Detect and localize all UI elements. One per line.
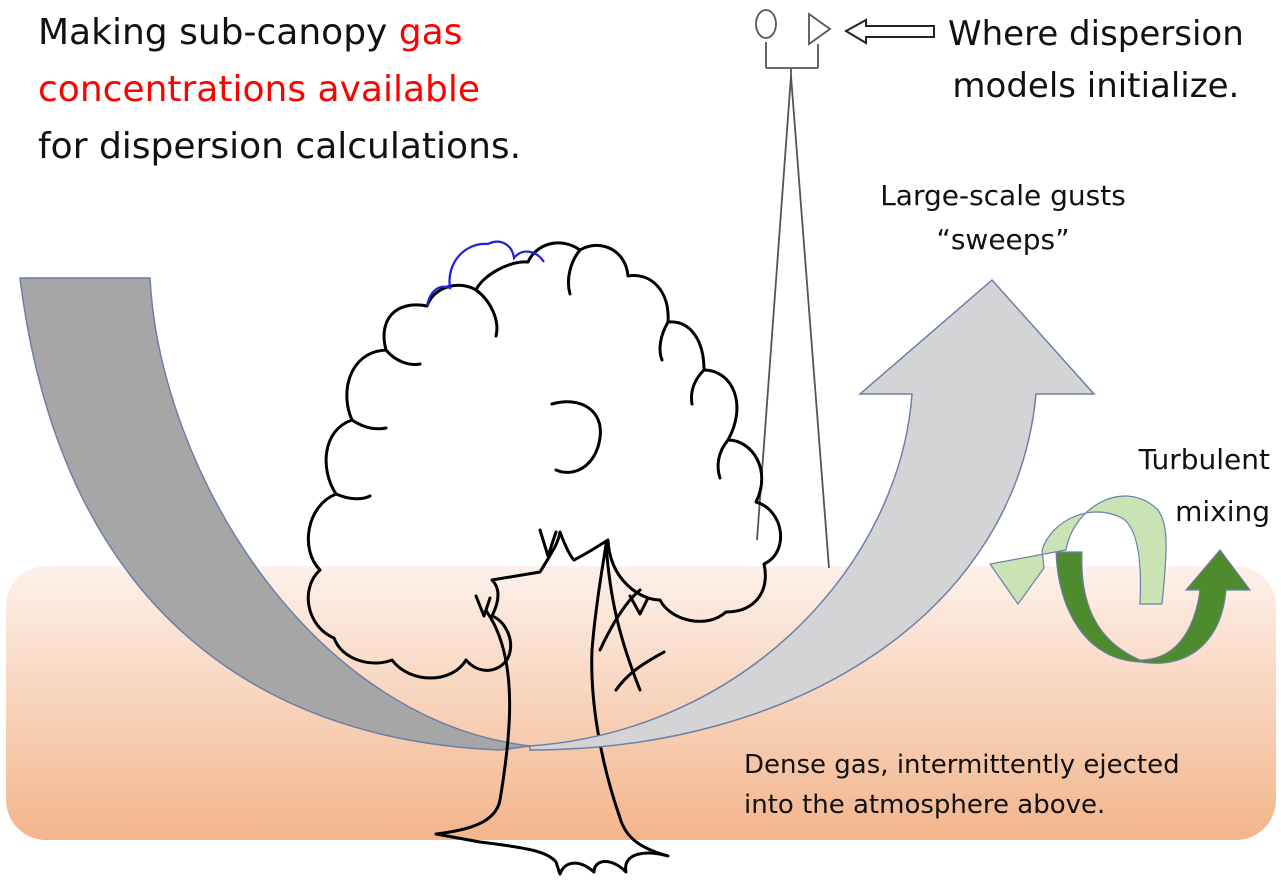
crown-drip — [538, 528, 558, 558]
mixing-arrow-light — [988, 495, 1167, 606]
upward-gust-arrow — [529, 278, 1096, 751]
mixing-arrow-dark — [1055, 549, 1252, 664]
triangle-icon — [808, 12, 832, 46]
tree — [306, 241, 783, 876]
tree-branch-2 — [614, 650, 666, 692]
dense-gas-label-line-1: Dense gas, intermittently ejected — [744, 750, 1180, 780]
measurement-tower — [756, 42, 830, 569]
mixing-label-line-2: mixing — [1175, 495, 1270, 528]
crown-drip-3 — [628, 594, 650, 616]
gusts-label-line-2: “sweeps” — [936, 223, 1070, 256]
crown-inner-curl-6 — [690, 368, 706, 406]
dense-gas-label: Dense gas, intermittently ejected into t… — [744, 745, 1180, 825]
downward-sweep-arrow — [19, 277, 531, 751]
tower-label-line-1: Where dispersion — [948, 14, 1244, 54]
hollow-pointer-arrow — [843, 18, 935, 45]
title-line-2-highlight: concentrations available — [38, 69, 481, 110]
turbulent-mixing-arrows — [988, 495, 1252, 664]
mixing-label: Turbulent mixing — [1080, 434, 1270, 538]
tower-label-line-2: models initialize. — [952, 66, 1240, 106]
title-line-3: for dispersion calculations. — [38, 126, 522, 167]
title-line-1: Making sub-canopy gas — [38, 4, 521, 61]
dense-gas-label-line-2: into the atmosphere above. — [744, 790, 1106, 820]
crown-inner-curl-9 — [334, 492, 372, 501]
tree-trunk — [434, 542, 670, 876]
crown-drip-2 — [474, 594, 492, 618]
mixing-label-line-1: Turbulent — [1138, 443, 1270, 476]
gusts-label: Large-scale gusts “sweeps” — [858, 174, 1148, 262]
crown-inner-curl-2 — [474, 288, 499, 338]
canopy-top-outline — [425, 240, 545, 307]
crown-inner-curl-3 — [566, 248, 582, 296]
tower-instruments — [755, 9, 832, 46]
crown-inner-curl-5 — [384, 348, 422, 366]
tree-crown — [306, 241, 783, 680]
title-line-1-highlight: gas — [398, 12, 463, 53]
sub-canopy-gas-layer — [6, 566, 1276, 840]
title-line-1-plain: Making sub-canopy — [38, 12, 399, 53]
sensor-icon — [755, 9, 777, 39]
gusts-label-line-1: Large-scale gusts — [880, 179, 1126, 212]
crown-inner-curl-4 — [658, 320, 670, 362]
crown-inner-curl-8 — [716, 438, 730, 480]
diagram-title: Making sub-canopy gas concentrations ava… — [38, 4, 521, 175]
crown-inner-curl — [550, 400, 602, 474]
tower-label: Where dispersion models initialize. — [948, 8, 1244, 112]
crown-inner-curl-7 — [350, 418, 388, 431]
